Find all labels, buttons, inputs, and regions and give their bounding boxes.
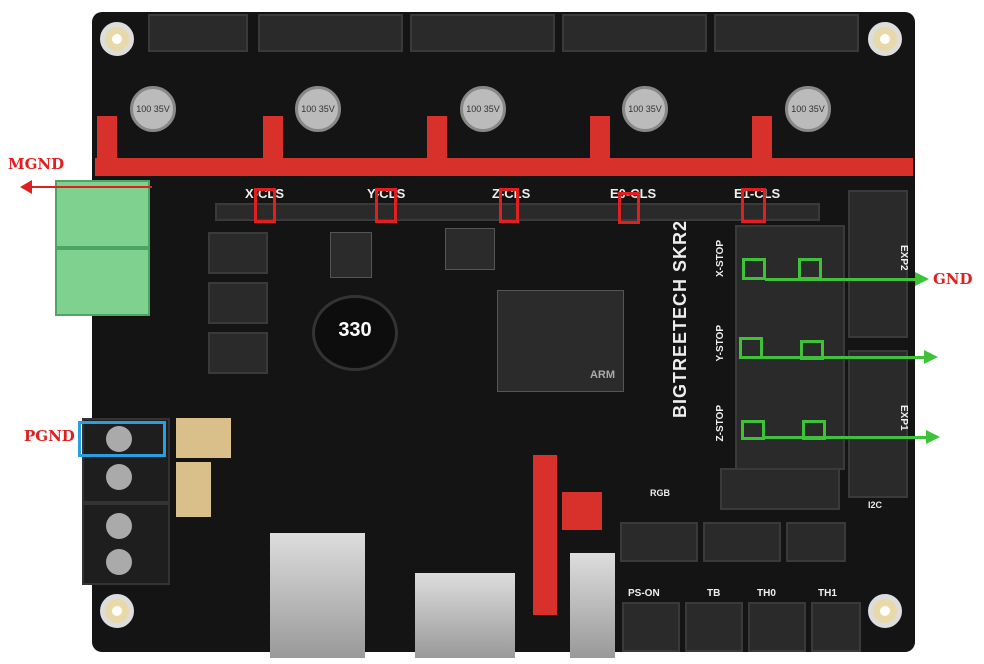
tb-label: TB bbox=[707, 588, 721, 599]
heater-terminal bbox=[82, 503, 170, 585]
ic-chip bbox=[445, 228, 495, 270]
motor-connector bbox=[148, 14, 248, 52]
th1-label: TH1 bbox=[818, 588, 837, 599]
main-power-terminal bbox=[55, 248, 150, 316]
mgnd-label: MGND bbox=[8, 155, 65, 173]
pgnd-label: PGND bbox=[24, 427, 75, 445]
motor-connector bbox=[562, 14, 707, 52]
ic-chip bbox=[330, 232, 372, 278]
arrow-head-icon bbox=[20, 180, 32, 194]
fan-connector bbox=[208, 332, 268, 374]
mount-hole bbox=[868, 594, 902, 628]
exp2-label: EXP2 bbox=[898, 245, 909, 271]
bed-terminal bbox=[82, 418, 170, 503]
connector bbox=[620, 522, 698, 562]
tb-connector bbox=[685, 602, 743, 652]
mount-hole bbox=[100, 22, 134, 56]
driver-slots: 100 35V 100 35V 100 35V 100 35V 100 35V bbox=[95, 58, 913, 183]
fuse bbox=[176, 462, 211, 517]
exp1-header bbox=[848, 350, 908, 498]
screw bbox=[106, 464, 132, 490]
capacitor: 100 35V bbox=[785, 86, 831, 132]
jumper-header bbox=[562, 492, 602, 530]
z-stop-label: Z-STOP bbox=[715, 405, 726, 442]
driver-header-row bbox=[95, 158, 913, 176]
mount-hole bbox=[868, 22, 902, 56]
fuse bbox=[176, 418, 231, 458]
mount-hole bbox=[100, 594, 134, 628]
screw bbox=[106, 549, 132, 575]
inductor: 330 bbox=[312, 295, 398, 371]
motor-connector bbox=[410, 14, 555, 52]
y-cls-highlight bbox=[375, 188, 397, 223]
exp2-header bbox=[848, 190, 908, 338]
usb-port bbox=[270, 533, 365, 658]
driver-header bbox=[97, 116, 117, 161]
arm-logo: ARM bbox=[589, 369, 615, 381]
pgnd-highlight bbox=[78, 421, 166, 457]
mgnd-arrow bbox=[20, 180, 152, 194]
gnd-arrow bbox=[765, 272, 929, 286]
sd-card-slot bbox=[415, 573, 515, 658]
capacitor: 100 35V bbox=[622, 86, 668, 132]
brand-silkscreen: BIGTREETECH SKR2 bbox=[670, 220, 690, 419]
e0-cls-highlight bbox=[618, 192, 640, 224]
ps-on-label: PS-ON bbox=[628, 588, 660, 599]
endstop-connectors bbox=[735, 225, 845, 470]
i2c-label: I2C bbox=[868, 500, 883, 510]
th0-connector bbox=[748, 602, 806, 652]
rgb-label: RGB bbox=[650, 488, 670, 498]
z-cls-highlight bbox=[499, 188, 519, 223]
driver-header bbox=[590, 116, 610, 161]
capacitor: 100 35V bbox=[460, 86, 506, 132]
th1-connector bbox=[811, 602, 861, 652]
ps-on-connector bbox=[622, 602, 680, 652]
motor-connector bbox=[714, 14, 859, 52]
rgb-connector bbox=[720, 468, 840, 510]
x-stop-gnd-highlight bbox=[798, 258, 822, 280]
y-stop-label: Y-STOP bbox=[715, 325, 726, 362]
screw bbox=[106, 426, 132, 452]
driver-header bbox=[752, 116, 772, 161]
th0-label: TH0 bbox=[757, 588, 776, 599]
screw bbox=[106, 513, 132, 539]
y-stop-gnd-highlight bbox=[739, 337, 763, 359]
exp1-label: EXP1 bbox=[898, 405, 909, 431]
x-stop-gnd-highlight bbox=[742, 258, 766, 280]
fan-connector bbox=[208, 232, 268, 274]
gnd-label: GND bbox=[933, 270, 973, 288]
motor-power-terminal bbox=[55, 180, 150, 248]
connector bbox=[703, 522, 781, 562]
x-cls-highlight bbox=[254, 188, 276, 223]
capacitor: 100 35V bbox=[295, 86, 341, 132]
connector bbox=[786, 522, 846, 562]
gnd-arrow bbox=[763, 350, 938, 364]
gnd-arrow bbox=[765, 430, 940, 444]
capacitor: 100 35V bbox=[130, 86, 176, 132]
usb-c-port bbox=[570, 553, 615, 658]
fan-connector bbox=[208, 282, 268, 324]
x-stop-label: X-STOP bbox=[715, 240, 726, 278]
motor-connector bbox=[258, 14, 403, 52]
driver-header bbox=[263, 116, 283, 161]
mcu-chip: ARM bbox=[497, 290, 624, 392]
e1-cls-highlight bbox=[741, 188, 766, 223]
red-header bbox=[533, 455, 557, 615]
driver-header bbox=[427, 116, 447, 161]
z-stop-gnd-highlight bbox=[741, 420, 765, 440]
